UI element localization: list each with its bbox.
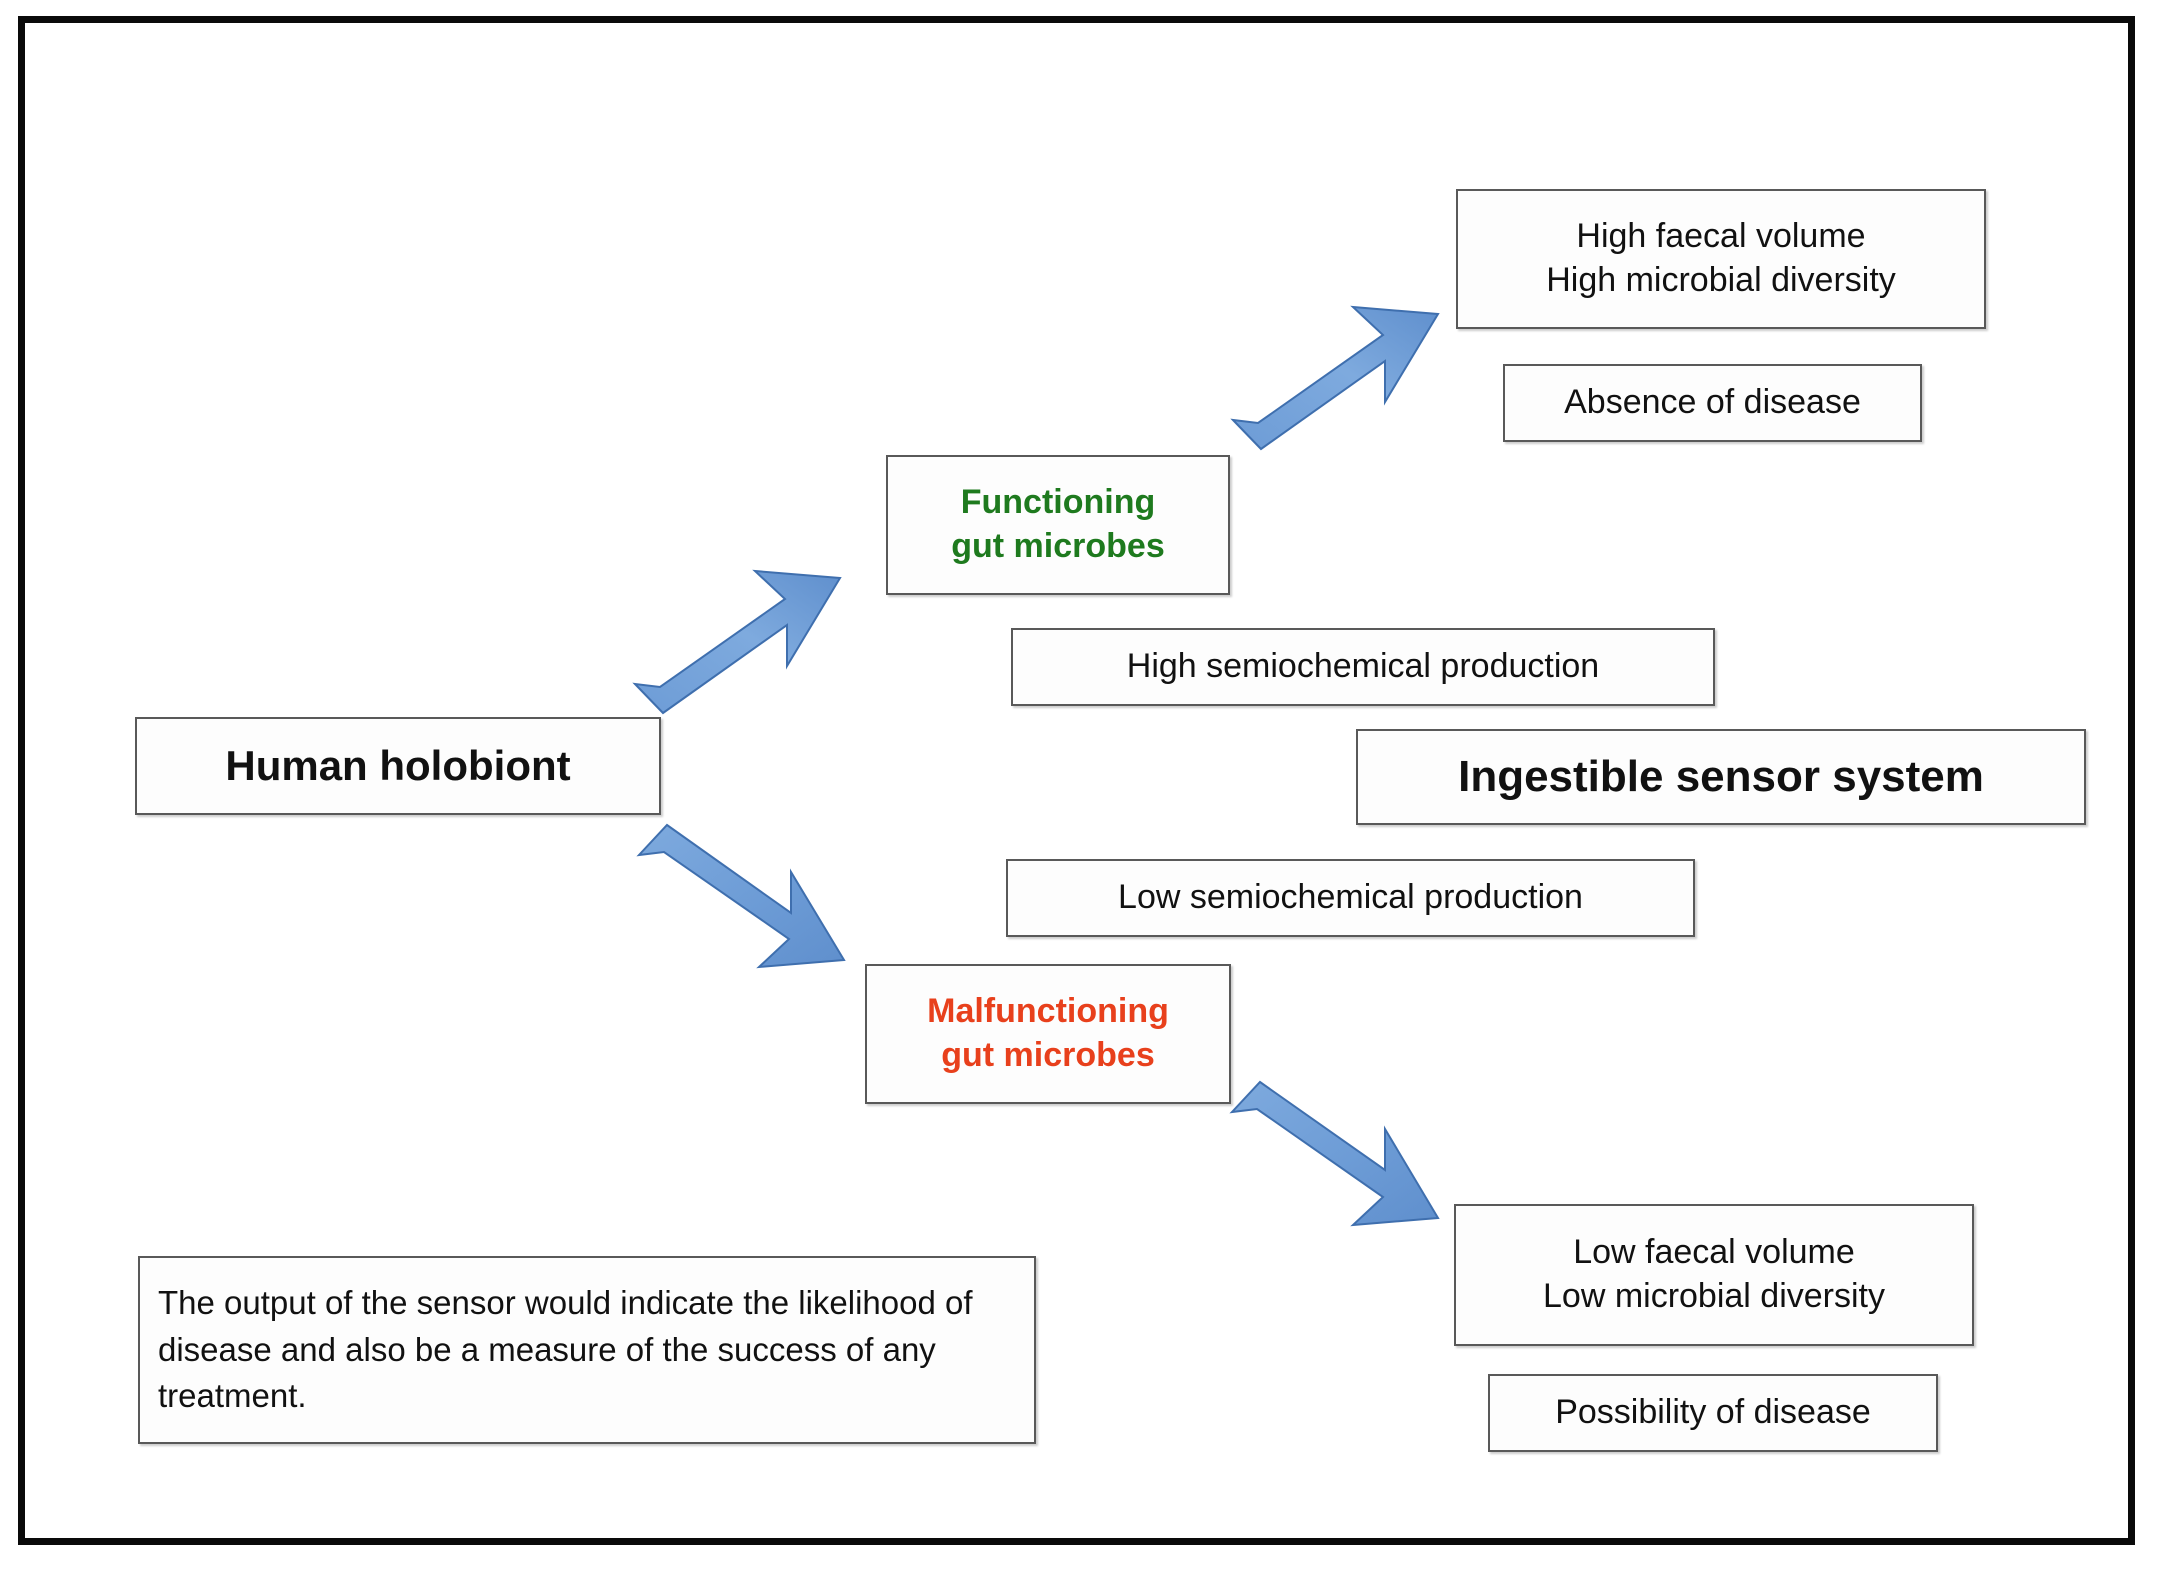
node-absence-of-disease: Absence of disease [1503, 364, 1922, 442]
node-possibility-of-disease: Possibility of disease [1488, 1374, 1938, 1452]
caption-sensor-output-note: The output of the sensor would indicate … [138, 1256, 1036, 1444]
node-functioning-gut-microbes: Functioning gut microbes [886, 455, 1230, 595]
node-low-semiochemical-production: Low semiochemical production [1006, 859, 1695, 937]
arrow-functioning-gut-microbes-to-high-outcome-icon [1230, 297, 1441, 459]
node-malfunctioning-gut-microbes: Malfunctioning gut microbes [865, 964, 1231, 1104]
node-high-semiochemical-production: High semiochemical production [1011, 628, 1715, 706]
node-human-holobiont: Human holobiont [135, 717, 661, 815]
diagram-outer-frame: Human holobiont Functioning gut microbes… [18, 16, 2135, 1545]
arrow-human-holobiont-to-malfunctioning-gut-microbes-icon [636, 813, 847, 973]
node-high-faecal-volume-high-microbial-diversity: High faecal volume High microbial divers… [1456, 189, 1986, 329]
arrow-human-holobiont-to-functioning-gut-microbes-icon [632, 563, 843, 723]
node-ingestible-sensor-system: Ingestible sensor system [1356, 729, 2086, 825]
arrow-malfunctioning-gut-microbes-to-low-outcome-icon [1229, 1069, 1442, 1231]
node-low-faecal-volume-low-microbial-diversity: Low faecal volume Low microbial diversit… [1454, 1204, 1974, 1346]
